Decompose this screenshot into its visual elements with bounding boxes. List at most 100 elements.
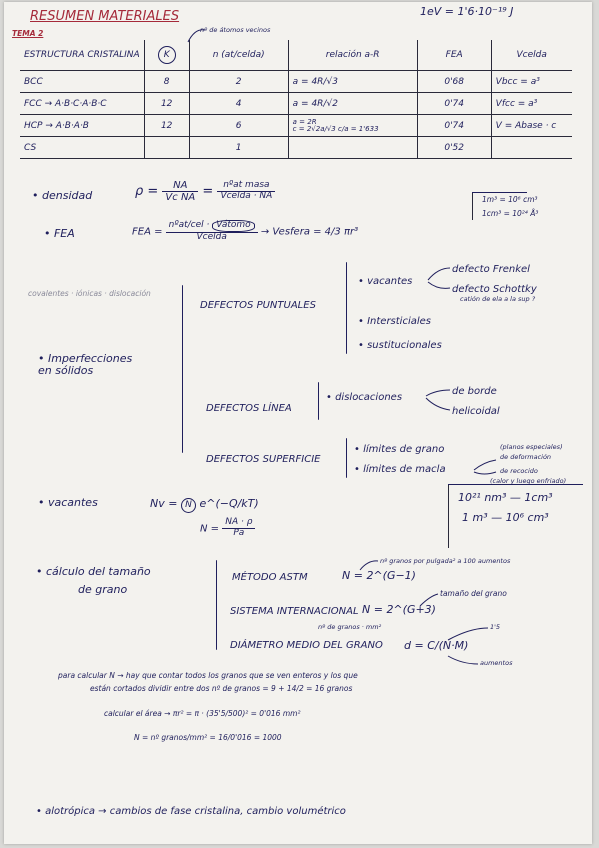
fea-numerator: nºat/cel · Vátomo xyxy=(165,220,258,233)
interstitials-item: • Intersticiales xyxy=(358,316,432,327)
table-row: HCP → A·B·A·B 12 6 a = 2R c = 2√2a/√3 c/… xyxy=(20,114,572,137)
fea-atom-volume: Vátomo xyxy=(212,220,255,232)
frenkel-defect: defecto Frenkel xyxy=(452,264,530,275)
column-header: n (at/celda) xyxy=(188,40,289,71)
density-numerator-2: nºat masa xyxy=(217,180,276,192)
point-defects-brace xyxy=(346,262,347,354)
twin-note-deformation: de deformación xyxy=(500,453,552,461)
neighbors-annotation: nº de átomos vecinos xyxy=(200,26,271,34)
density-fraction-2: nºat masa Vcelda · NA xyxy=(217,180,276,202)
schottky-defect: defecto Schottky xyxy=(452,284,537,295)
screw-dislocation: helicoidal xyxy=(452,406,500,417)
density-denominator-2: Vcelda · NA xyxy=(220,191,273,201)
fea-fraction: nºat/cel · Vátomo Vcelda xyxy=(165,220,258,243)
magnification-note: aumentos xyxy=(480,659,513,667)
vacancies-item: • vacantes xyxy=(358,276,413,287)
volume-conversion-divider xyxy=(448,484,449,548)
astm-note-arrow xyxy=(359,560,379,571)
imperfections-label: • Imperfecciones en sólidos xyxy=(38,352,148,378)
grain-boundaries-item: • límites de grano xyxy=(354,444,445,455)
hcp-relation-a: a = 2R xyxy=(292,117,317,126)
volume-cell xyxy=(490,136,572,159)
sites-lhs: N = xyxy=(200,523,220,535)
fea-sphere-volume: → Vesfera = 4/3 πr³ xyxy=(260,226,359,238)
grain-size-label-2: de grano xyxy=(78,583,128,596)
twin-note-annealing: de recocido xyxy=(500,467,538,475)
edge-dislocation: de borde xyxy=(452,386,497,397)
fea-lhs: FEA = xyxy=(132,226,163,238)
column-header: Vcelda xyxy=(490,40,572,71)
grain-size-label: • cálculo del tamaño xyxy=(36,565,151,578)
annotation-arrow xyxy=(187,29,206,43)
fea-atoms-per-cell: nºat/cel · xyxy=(168,220,210,230)
annealing-arrow xyxy=(473,471,497,475)
density-numerator: NA xyxy=(162,180,199,192)
fea-formula: FEA = nºat/cel · Vátomo Vcelda → Vesfera… xyxy=(132,220,358,243)
imperfections-label-text: • Imperfecciones en sólidos xyxy=(38,352,133,378)
frenkel-arrow xyxy=(427,267,451,281)
twin-note-special-planes: (planos especiales) xyxy=(500,443,563,451)
column-header: ESTRUCTURA CRISTALINA xyxy=(20,40,145,71)
calc-instruction-line1: para calcular N → hay que contar todos l… xyxy=(58,671,358,680)
margin-note: covalentes · iónicas · dislocación xyxy=(28,289,151,298)
vacancies-exponential: e^(−Q/kT) xyxy=(199,497,259,510)
magnification-arrow xyxy=(447,655,479,665)
volume-conversion-top-line xyxy=(448,484,583,485)
astm-note: nº granos por pulgada² a 100 aumentos xyxy=(380,557,511,565)
hcp-relation-c: c = 2√2a/√3 c/a = 1'633 xyxy=(292,124,379,133)
m3-conversion: 1 m³ — 10⁶ cm³ xyxy=(462,511,549,524)
energy-unit-note: 1eV = 1'6·10⁻¹⁹ J xyxy=(420,5,514,18)
vacancies-equation: Nv = N e^(−Q/kT) xyxy=(150,497,259,513)
conversion-top-line xyxy=(472,192,527,193)
topic-label: TEMA 2 xyxy=(12,29,44,38)
crystal-structure-table: ESTRUCTURA CRISTALINA K n (at/celda) rel… xyxy=(20,40,572,159)
density-lhs: ρ = xyxy=(135,184,159,199)
density-label: • densidad xyxy=(32,189,93,202)
table-header-row: ESTRUCTURA CRISTALINA K n (at/celda) rel… xyxy=(20,40,572,71)
sites-fraction: NA · ρ Pa xyxy=(222,517,256,539)
vacancies-label: • vacantes xyxy=(38,496,98,509)
density-denominator: Vc NA xyxy=(165,192,196,203)
screw-arrow xyxy=(425,397,451,411)
diameter-constant-note: 1'5 xyxy=(490,623,501,631)
conversion-divider xyxy=(472,192,473,220)
density-fraction: NA Vc NA xyxy=(162,180,199,203)
density-formula: ρ = NA Vc NA = nºat masa Vcelda · NA xyxy=(135,180,276,203)
mean-diameter-equation: d = C/(N·M) xyxy=(404,639,469,652)
deformation-arrow xyxy=(473,459,497,471)
mean-diameter-method: DIÁMETRO MEDIO DEL GRANO xyxy=(230,640,383,651)
si-note-arrow xyxy=(419,593,439,607)
fea-denominator: Vcelda xyxy=(196,231,227,242)
conversion-m3-cm3: 1m³ = 10⁶ cm³ xyxy=(482,195,538,204)
k-circle: K xyxy=(157,46,176,64)
calc-result: N = nº granos/mm² = 16/0'016 = 1000 xyxy=(134,733,282,742)
astm-method: MÉTODO ASTM xyxy=(232,572,308,583)
twin-note-heat: (calor y luego enfriado) xyxy=(490,477,567,485)
si-note-grains-mm2: nº de granos · mm² xyxy=(318,623,382,631)
n-circle: N xyxy=(180,498,196,513)
fea-cell: 0'52 xyxy=(416,136,492,159)
table-row: CS 1 0'52 xyxy=(20,136,572,159)
schottky-arrow xyxy=(427,281,451,289)
nm3-conversion: 10²¹ nm³ — 1cm³ xyxy=(458,491,553,504)
si-equation: N = 2^(G+3) xyxy=(362,603,436,616)
vacancies-lhs: Nv = xyxy=(150,497,178,510)
substitutionals-item: • sustitucionales xyxy=(358,340,442,351)
si-method: SISTEMA INTERNACIONAL xyxy=(230,606,359,617)
point-defects-label: DEFECTOS PUNTUALES xyxy=(200,300,316,311)
line-defects-label: DEFECTOS LÍNEA xyxy=(206,403,292,414)
structure-cell: CS xyxy=(20,136,145,159)
calc-instruction-line2: están cortados dividir entre dos nº de g… xyxy=(90,684,353,693)
imperfections-brace xyxy=(182,285,183,453)
density-equals: = xyxy=(202,184,214,199)
edge-arrow xyxy=(425,389,451,397)
sites-denominator: Pa xyxy=(233,527,245,538)
calc-area: calcular el área → πr² = π · (35'5/500)²… xyxy=(104,709,301,718)
grain-methods-brace xyxy=(216,560,217,650)
astm-equation: N = 2^(G−1) xyxy=(342,569,416,582)
allotropic-note: • alotrópica → cambios de fase cristalin… xyxy=(36,806,346,817)
surface-defects-brace xyxy=(346,438,347,478)
surface-defects-label: DEFECTOS SUPERFICIE xyxy=(206,454,321,465)
column-header: FEA xyxy=(416,40,492,71)
